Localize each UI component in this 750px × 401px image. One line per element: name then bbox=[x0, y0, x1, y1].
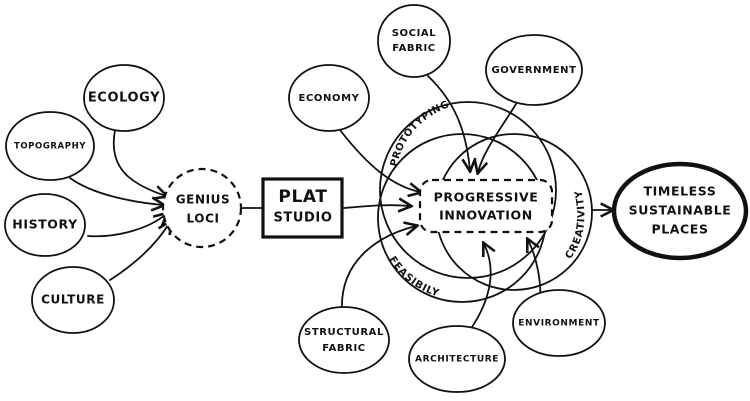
studio-label: STUDIO bbox=[273, 211, 332, 226]
node-architecture: ARCHITECTURE bbox=[408, 325, 506, 393]
prototyping-arc-label: PROTOTYPING bbox=[389, 99, 451, 168]
connectors bbox=[69, 75, 612, 331]
arrow-social-innovation bbox=[427, 75, 470, 170]
node-timeless-places: TIMELESS SUSTAINABLE PLACES bbox=[611, 161, 749, 261]
arrow-government-innovation bbox=[478, 103, 517, 172]
arrow-structural-innovation bbox=[341, 226, 416, 311]
node-topography: TOPOGRAPHY bbox=[5, 111, 95, 181]
prototyping-circle bbox=[379, 101, 557, 279]
node-economy: ECONOMY bbox=[288, 64, 370, 132]
arrow-history-genius bbox=[87, 214, 166, 238]
genius-loci-label-line1: GENIUS bbox=[176, 193, 231, 207]
timeless-label: TIMELESS bbox=[644, 184, 717, 199]
architecture-label: ARCHITECTURE bbox=[415, 355, 499, 365]
node-structural-fabric: STRUCTURAL FABRIC bbox=[298, 306, 390, 374]
fabric-label: FABRIC bbox=[392, 43, 435, 54]
social-label: SOCIAL bbox=[392, 28, 437, 39]
sustainable-label: SUSTAINABLE bbox=[629, 203, 732, 218]
ecology-label: ECOLOGY bbox=[88, 91, 160, 106]
prototyping-arc-text: PROTOTYPING bbox=[389, 99, 451, 168]
environment-label: ENVIRONMENT bbox=[518, 319, 600, 329]
arrow-culture-genius bbox=[109, 222, 170, 281]
node-environment: ENVIRONMENT bbox=[512, 289, 606, 357]
plat-label: PLAT bbox=[278, 187, 327, 207]
node-ecology: ECOLOGY bbox=[83, 64, 165, 132]
feasibily-arc-text: FEASIBILY bbox=[386, 255, 440, 300]
node-plat-studio: PLAT STUDIO bbox=[261, 177, 344, 239]
node-social-fabric: SOCIAL FABRIC bbox=[377, 4, 451, 78]
creativity-arc-label: CREATIVITY bbox=[563, 189, 587, 261]
progressive-label: PROGRESSIVE bbox=[434, 190, 539, 205]
structural-fabric-label: FABRIC bbox=[322, 343, 365, 354]
arrow-topography-genius bbox=[69, 177, 163, 205]
genius-loci-label-line2: LOCI bbox=[186, 212, 219, 226]
arrow-plat-innovation bbox=[343, 205, 410, 208]
structural-label: STRUCTURAL bbox=[304, 327, 384, 338]
arrow-ecology-genius bbox=[112, 129, 166, 196]
government-label: GOVERNMENT bbox=[491, 65, 576, 76]
node-genius-loci: GENIUS LOCI bbox=[161, 167, 243, 249]
creativity-arc-text: CREATIVITY bbox=[563, 189, 586, 261]
feasibily-arc-label: FEASIBILY bbox=[386, 255, 440, 300]
innovation-label: INNOVATION bbox=[439, 208, 533, 223]
node-government: GOVERNMENT bbox=[485, 34, 583, 106]
arrow-economy-innovation bbox=[339, 129, 420, 192]
arrow-architecture-innovation bbox=[469, 244, 491, 331]
node-progressive-innovation: PROGRESSIVE INNOVATION bbox=[418, 178, 554, 234]
places-label: PLACES bbox=[651, 222, 708, 237]
node-history: HISTORY bbox=[4, 193, 86, 257]
culture-label: CULTURE bbox=[41, 293, 105, 307]
topography-label: TOPOGRAPHY bbox=[14, 142, 86, 152]
node-culture: CULTURE bbox=[31, 266, 115, 334]
history-label: HISTORY bbox=[12, 217, 78, 232]
economy-label: ECONOMY bbox=[299, 93, 360, 104]
